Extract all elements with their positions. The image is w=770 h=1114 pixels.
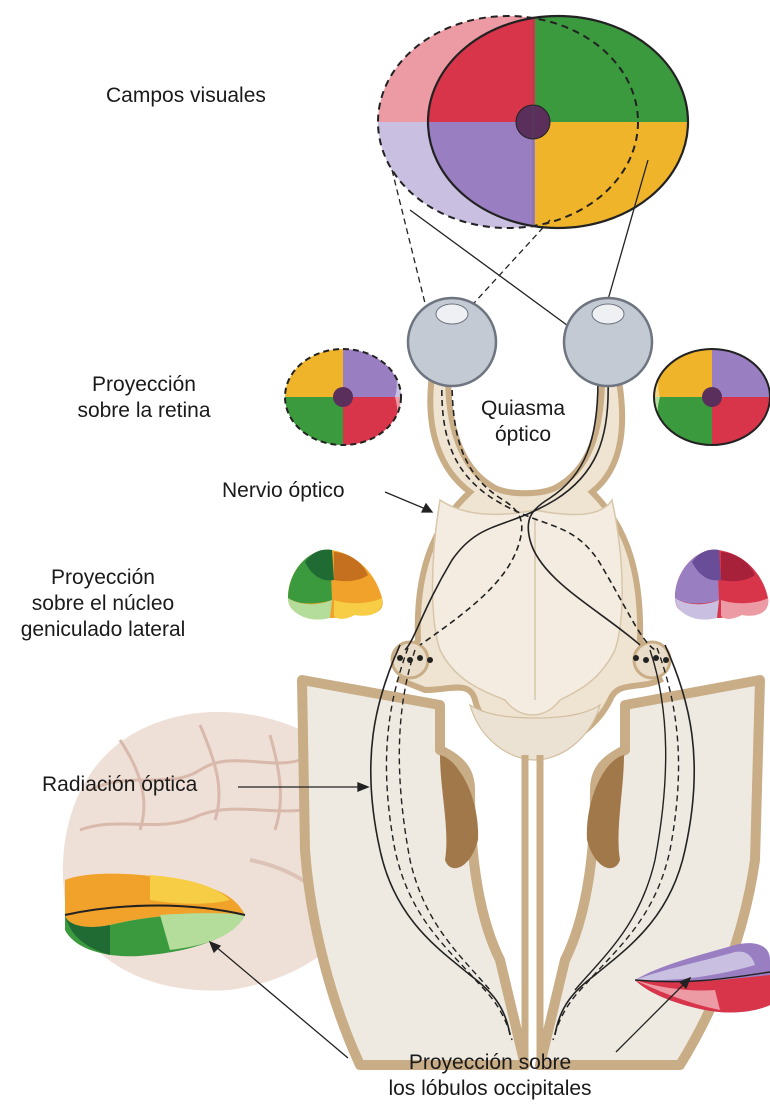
label-lgn-line-2: sobre el núcleo [5,591,201,617]
label-visual-fields: Campos visuales [106,83,266,109]
label-retina-line-1: Proyección [64,372,224,398]
label-optic-radiation: Radiación óptica [42,772,197,798]
label-optic-chiasm: Quiasma óptico [468,396,578,448]
label-optic-nerve: Nervio óptico [222,478,345,504]
lgn-projection-right [675,550,768,620]
label-occipital-projection: Proyección sobre los lóbulos occipitales [360,1050,620,1102]
visual-fields [370,10,695,232]
left-eye [408,298,496,386]
label-retina-projection: Proyección sobre la retina [64,372,224,424]
label-lgn-line-1: Proyección [5,565,201,591]
right-eye [564,298,652,386]
label-chiasm-line-1: Quiasma [468,396,578,422]
label-chiasm-line-2: óptico [468,422,578,448]
label-lgn-line-3: geniculado lateral [5,617,201,643]
label-retina-line-2: sobre la retina [64,398,224,424]
lgn-projection-left [288,550,383,620]
retina-projection-right [654,349,770,445]
retina-projection-left [285,349,401,445]
label-occipital-line-1: Proyección sobre [360,1050,620,1076]
label-lgn-projection: Proyección sobre el núcleo geniculado la… [5,565,201,643]
label-occipital-line-2: los lóbulos occipitales [360,1076,620,1102]
